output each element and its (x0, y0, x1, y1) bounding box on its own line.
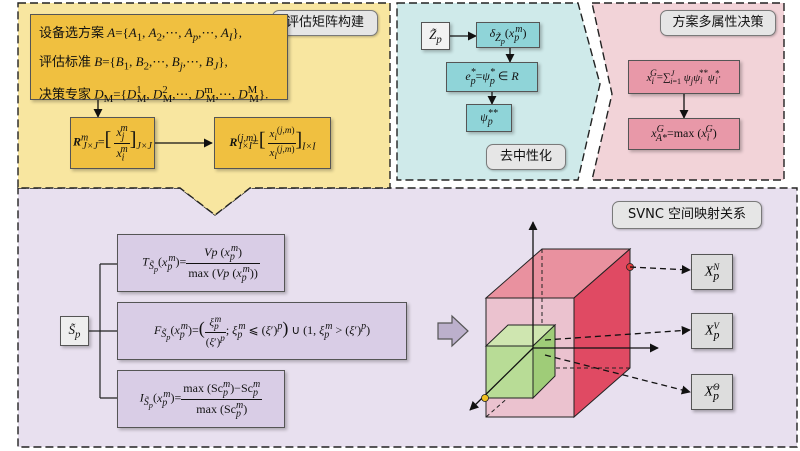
falsity-membership-box: FS̃p(xpm)=( ξpm (ξ′)p ; ξpm ⩽ (ξ′)p) ∪ (… (117, 302, 407, 360)
svnc-panel-label: SVNC 空间映射关系 (612, 201, 762, 229)
aggregate-score-formula: xiG=∑Ji=1 ψjψi**ψ*i· (646, 68, 722, 86)
pairwise-alternative-matrix: R(j,m)I×I=[ xi(j,m) xl(j,m) ]I×I (214, 117, 331, 169)
indeterminacy-membership-box: IS̃p(xpm)= max (Scpm)−Scpm max (Scpm) (117, 370, 285, 428)
optimal-choice-formula: xGA*=max (xiG) (651, 124, 717, 144)
criteria-matrix-formula: RmJ×J=[ xjm xim ]J×J (73, 123, 152, 163)
alternatives-line: 设备选方案 A={A1, A2,⋯, Ap,⋯, AI}, (39, 25, 242, 44)
output-falsity-symbol: XpΘ (704, 381, 720, 403)
membership-symbol: δZ̃p(xpm) (489, 24, 527, 46)
svnc-root-symbol: S̃p (68, 321, 81, 341)
mapping-arrow (437, 314, 469, 348)
weight-node: ψp** (466, 104, 512, 132)
membership-node: δZ̃p(xpm) (476, 22, 540, 48)
neutrosophic-set-node: Z̃p (421, 22, 450, 50)
output-falsity-node: XpΘ (691, 374, 733, 410)
pairwise-criteria-matrix: RmJ×J=[ xjm xim ]J×J (70, 117, 155, 169)
weight-symbol: ψp** (480, 108, 498, 128)
svnc-root-node: S̃p (60, 316, 89, 346)
truth-membership-formula: TS̃p(xpm)= Vp (xpm) max (Vp (xpm)) (142, 243, 260, 283)
alternative-matrix-formula: R(j,m)I×I=[ xi(j,m) xl(j,m) ]I×I (229, 124, 316, 162)
output-indeterminacy-node: XpV (691, 313, 733, 349)
neutrosophic-set-symbol: Z̃p (429, 26, 442, 46)
falsity-membership-formula: FS̃p(xpm)=( ξpm (ξ′)p ; ξpm ⩽ (ξ′)p) ∪ (… (153, 313, 371, 349)
output-truth-node: XpN (691, 254, 733, 290)
alternatives-box: 设备选方案 A={A1, A2,⋯, Ap,⋯, AI}, 评估标准 B={B1… (30, 14, 288, 105)
truth-membership-box: TS̃p(xpm)= Vp (xpm) max (Vp (xpm)) (117, 234, 285, 292)
indeterminacy-membership-formula: IS̃p(xpm)= max (Scpm)−Scpm max (Scpm) (139, 379, 263, 419)
score-formula: e*p=ψ*p ∈ R (465, 67, 519, 87)
output-indeterminacy-symbol: XpV (705, 320, 720, 342)
output-truth-symbol: XpN (704, 261, 720, 283)
matrix-panel-label: 评估矩阵构建 (272, 10, 378, 36)
score-node: e*p=ψ*p ∈ R (446, 62, 538, 92)
criteria-line: 评估标准 B={B1, B2,⋯, Bj,⋯, BJ}, (39, 53, 228, 73)
decision-panel-label: 方案多属性决策 (660, 10, 776, 36)
decentral-panel-label: 去中性化 (486, 144, 566, 170)
experts-line: 决策专家 DM={D1M, D2M,⋯, DmM,⋯, DMM}. (39, 84, 269, 106)
aggregate-score-box: xiG=∑Ji=1 ψjψi**ψ*i· (628, 60, 740, 94)
optimal-choice-box: xGA*=max (xiG) (628, 118, 740, 150)
